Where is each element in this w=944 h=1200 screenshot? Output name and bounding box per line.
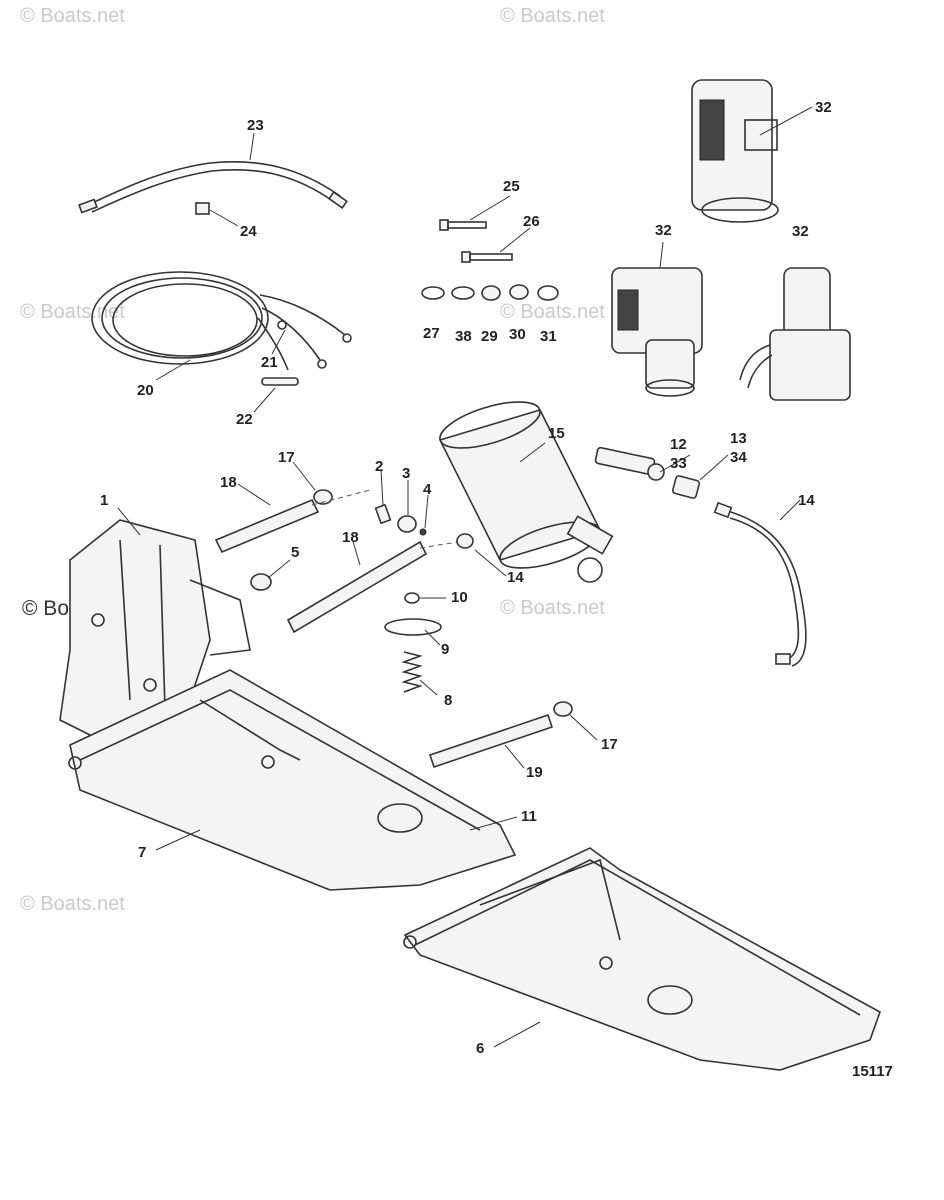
part-21-terminal: [277, 320, 287, 330]
part-13-nut: [671, 475, 701, 499]
watermark: © Boats.net: [20, 5, 125, 27]
part-6-plate: [403, 847, 881, 1071]
part-30-nut: [509, 284, 529, 300]
watermark: © Boats.net: [500, 301, 605, 323]
callout-6: 6: [476, 1040, 484, 1057]
leader-lines: [117, 106, 813, 1048]
part-12-fitting: [594, 446, 665, 481]
callout-32: 32: [815, 99, 832, 116]
part-10-washer: [404, 592, 420, 604]
callout-15: 15: [548, 425, 565, 442]
callout-32: 32: [792, 223, 809, 240]
callout-5: 5: [291, 544, 299, 561]
callout-7: 7: [138, 844, 146, 861]
part-24-clip: [195, 202, 210, 215]
part-19-shaft: [428, 713, 554, 769]
callout-27: 27: [423, 325, 440, 342]
part-32-pump-motor-upper: [691, 79, 779, 223]
callout-22: 22: [236, 411, 253, 428]
watermark: © Boats.net: [500, 5, 605, 27]
callout-11: 11: [521, 808, 537, 825]
callout-9: 9: [441, 641, 449, 658]
part-27-washer: [421, 286, 445, 300]
callout-24: 24: [240, 223, 257, 240]
callout-4: 4: [423, 481, 432, 498]
part-26-screw: [461, 251, 513, 263]
callout-31: 31: [540, 328, 557, 345]
callout-25: 25: [503, 178, 520, 195]
callout-38: 38: [455, 328, 472, 345]
part-9-disc: [384, 618, 442, 636]
callouts: 23 24 25 26 32 32 32 27 38 29 30 31 20 2…: [100, 99, 832, 1057]
callout-26: 26: [523, 213, 540, 230]
part-29-nut: [481, 285, 501, 301]
part-5-bushing: [250, 573, 272, 591]
callout-20: 20: [137, 382, 154, 399]
callout-14: 14: [798, 492, 815, 509]
callout-8: 8: [444, 692, 452, 709]
part-23-hose: [78, 160, 348, 214]
callout-33: 33: [670, 455, 687, 472]
figure-number: 15117: [852, 1063, 893, 1080]
callout-10: 10: [451, 589, 468, 606]
callout-34: 34: [730, 449, 747, 466]
callout-17: 17: [278, 449, 295, 466]
callout-21: 21: [261, 354, 278, 371]
part-14-hose: [713, 501, 807, 667]
callout-18: 18: [342, 529, 359, 546]
part-4-screw: [419, 528, 427, 536]
part-32-pump-motor-middle: [611, 267, 703, 397]
part-20-wire-harness: [91, 271, 352, 371]
part-18-shaft: [214, 489, 371, 554]
part-7-plate: [68, 669, 517, 891]
callout-2: 2: [375, 458, 383, 475]
watermark: © Boats.net: [20, 893, 125, 915]
callout-23: 23: [247, 117, 264, 134]
callout-14: 14: [507, 569, 524, 586]
part-22-fuse: [261, 377, 299, 386]
part-31-washer: [537, 285, 559, 301]
callout-32: 32: [655, 222, 672, 239]
part-32-pump-motor-right: [739, 267, 851, 401]
callout-12: 12: [670, 436, 687, 453]
callout-3: 3: [402, 465, 410, 482]
part-25-screw: [439, 219, 487, 231]
watermark: © Boats.net: [20, 301, 125, 323]
callout-18: 18: [220, 474, 237, 491]
part-15-cylinder: [438, 401, 614, 583]
part-18-shaft: [286, 539, 471, 634]
part-3-washer: [397, 515, 417, 533]
part-17-nut: [313, 489, 333, 505]
part-38-washer: [451, 286, 475, 300]
part-2-pin: [374, 503, 392, 525]
callout-19: 19: [526, 764, 543, 781]
callout-13: 13: [730, 430, 747, 447]
callout-17: 17: [601, 736, 618, 753]
watermark: © Boats.net: [500, 597, 605, 619]
callout-30: 30: [509, 326, 526, 343]
callout-1: 1: [100, 492, 108, 509]
callout-29: 29: [481, 328, 498, 345]
part-14-nut: [456, 533, 474, 549]
part-17-nut: [553, 701, 573, 717]
part-8-spring: [401, 651, 423, 693]
